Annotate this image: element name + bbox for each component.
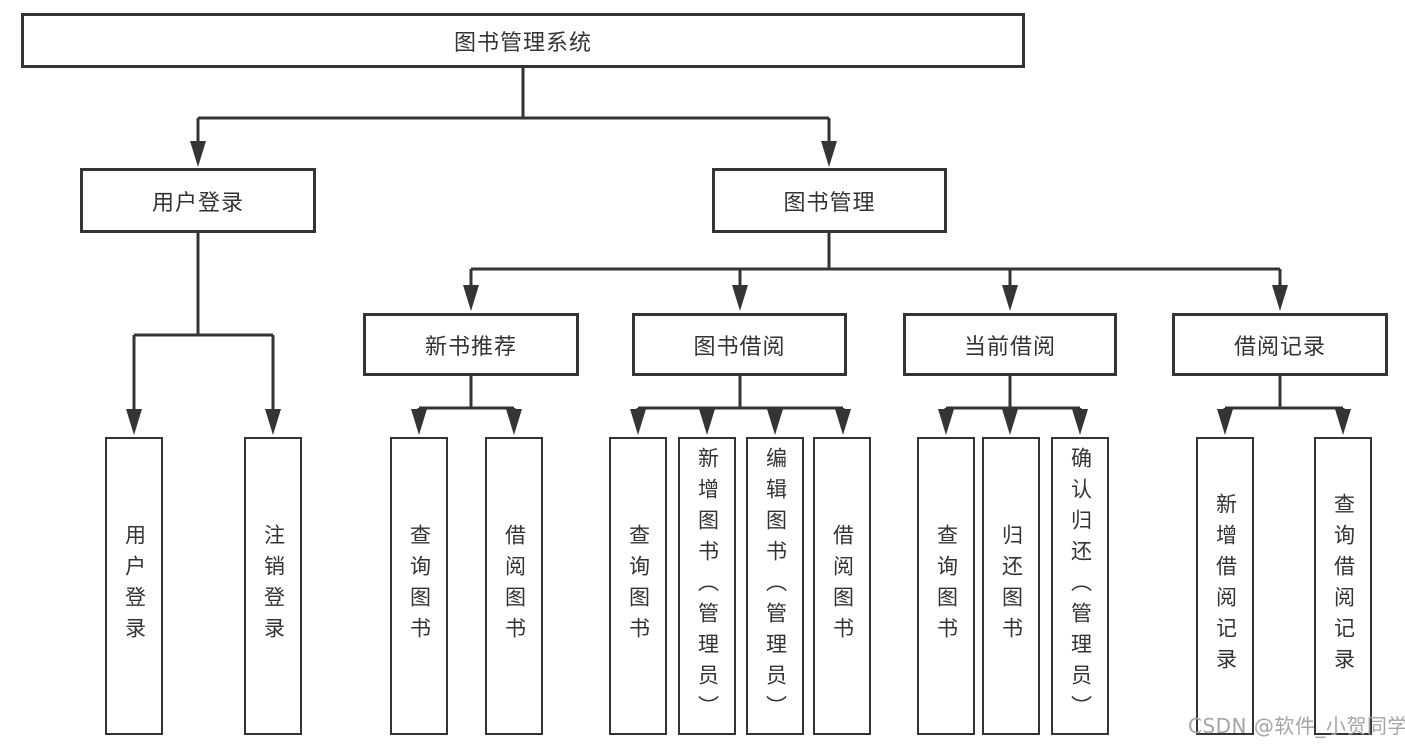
node-label: 新增图书（管理员） (695, 446, 720, 726)
leaf-borrow-books: 借阅图书 (813, 437, 871, 735)
leaf-add-borrow-record: 新增借阅记录 (1196, 437, 1254, 735)
node-label: 图书管理系统 (453, 30, 592, 56)
leaf-query-books-recommend: 查询图书 (390, 437, 448, 735)
node-book-management-branch: 图书管理 (712, 168, 947, 233)
node-label: 查询图书 (626, 524, 651, 648)
node-borrowing-records: 借阅记录 (1172, 313, 1388, 376)
leaf-user-login: 用户登录 (105, 437, 163, 735)
node-label: 当前借阅 (963, 334, 1056, 360)
node-current-borrowing: 当前借阅 (903, 313, 1117, 376)
leaf-query-books-borrowing: 查询图书 (609, 437, 667, 735)
leaf-query-borrow-record: 查询借阅记录 (1314, 437, 1372, 735)
node-label: 归还图书 (999, 524, 1024, 648)
node-label: 借阅图书 (502, 524, 527, 648)
leaf-confirm-return-admin: 确认归还（管理员） (1051, 437, 1109, 735)
node-label: 图书管理 (783, 190, 876, 216)
leaf-return-books: 归还图书 (982, 437, 1040, 735)
node-label: 查询图书 (934, 524, 959, 648)
leaf-query-books-current: 查询图书 (917, 437, 975, 735)
node-label: 注销登录 (261, 524, 286, 648)
node-label: 借阅记录 (1233, 334, 1326, 360)
node-label: 借阅图书 (830, 524, 855, 648)
node-label: 图书借阅 (693, 334, 786, 360)
node-label: 新书推荐 (424, 334, 517, 360)
leaf-borrow-books-recommend: 借阅图书 (485, 437, 543, 735)
leaf-logout: 注销登录 (244, 437, 302, 735)
node-book-borrowing: 图书借阅 (632, 313, 847, 376)
node-new-book-recommend: 新书推荐 (363, 313, 579, 376)
node-label: 查询图书 (407, 524, 432, 648)
leaf-edit-books-admin: 编辑图书（管理员） (746, 437, 804, 735)
node-label: 用户登录 (122, 524, 147, 648)
node-label: 确认归还（管理员） (1068, 446, 1093, 726)
node-user-login-branch: 用户登录 (80, 168, 316, 233)
node-label: 编辑图书（管理员） (763, 446, 788, 726)
node-label: 新增借阅记录 (1213, 493, 1238, 679)
node-library-management-system: 图书管理系统 (21, 13, 1025, 68)
node-label: 用户登录 (151, 190, 244, 216)
node-label: 查询借阅记录 (1331, 493, 1356, 679)
csdn-watermark: CSDN @软件_小贺同学 (1188, 714, 1405, 738)
leaf-add-books-admin: 新增图书（管理员） (678, 437, 736, 735)
